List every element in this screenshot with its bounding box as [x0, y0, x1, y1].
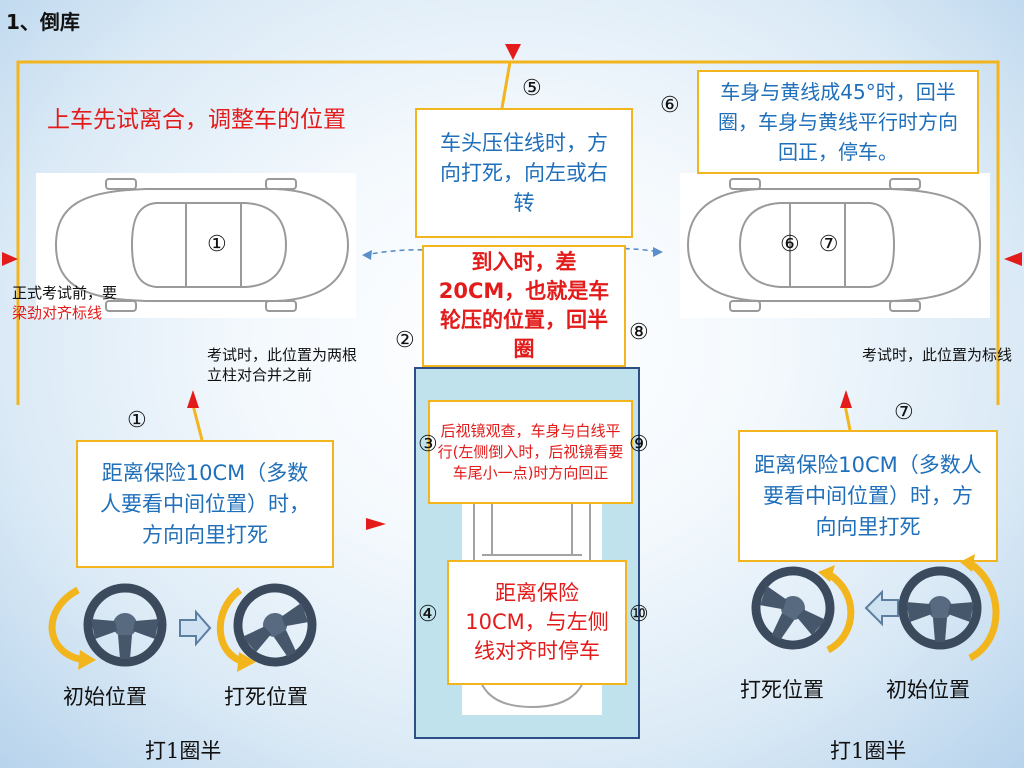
marker-2: ② — [395, 328, 415, 353]
marker-right-car: ⑥ ⑦ — [780, 232, 845, 257]
box-stop: 距离保险10CM，与左侧线对齐时停车 — [447, 560, 627, 685]
pre-exam-note: 正式考试前，要 梁劲对齐标线 — [12, 283, 117, 323]
red-marker-pillar-left — [187, 390, 199, 408]
marker-10: ⑩ — [629, 602, 649, 627]
connector-line-5 — [500, 61, 512, 109]
caption-right-initial: 初始位置 — [886, 678, 970, 702]
connector-line-1 — [191, 404, 204, 441]
red-marker-right — [1004, 252, 1022, 266]
box-left-distance-text: 距离保险10CM（多数人要看中间位置）时，方向向里打死 — [100, 460, 310, 547]
right-pillar-note: 考试时，此位置为标线 — [862, 346, 1013, 364]
marker-4: ④ — [418, 602, 438, 627]
red-marker-left — [2, 252, 18, 266]
rotate-arrow-left-initial-icon — [48, 586, 86, 664]
turn-amount-right: 打1圈半 — [830, 739, 907, 763]
marker-1: ① — [127, 408, 147, 433]
box-head-line-text: 车头压住线时，方向打死，向左或右转 — [440, 131, 608, 215]
rotate-arrow-left-full-lock-icon — [216, 587, 247, 666]
red-marker-mid — [366, 518, 386, 530]
slide-title: 1、倒库 — [6, 10, 80, 34]
steering-wheel-left-initial-icon — [88, 588, 162, 662]
car-right-topview — [680, 173, 990, 318]
marker-6: ⑥ — [660, 93, 680, 118]
marker-9: ⑨ — [629, 432, 649, 457]
rotate-arrow-right-full-lock-icon — [823, 568, 855, 654]
marker-left-car: ① — [207, 232, 227, 257]
box-stop-text: 距离保险10CM，与左侧线对齐时停车 — [465, 581, 609, 663]
steering-wheel-right-initial-icon — [903, 571, 977, 645]
reverse-path-left — [364, 249, 511, 269]
arrow-left-icon — [864, 589, 899, 627]
marker-8: ⑧ — [629, 320, 649, 345]
box-arrival: 到入时，差20CM，也就是车轮压的位置，回半圈 — [422, 245, 626, 367]
box-left-distance: 距离保险10CM（多数人要看中间位置）时，方向向里打死 — [76, 440, 334, 568]
marker-3: ③ — [418, 432, 438, 457]
turn-amount-left: 打1圈半 — [145, 739, 222, 763]
connector-line-7 — [843, 404, 852, 431]
box-right-distance-text: 距离保险10CM（多数人要看中间位置）时，方向向里打死 — [754, 452, 982, 539]
marker-5: ⑤ — [522, 76, 542, 101]
box-mirror: 后视镜观查，车身与白线平行(左侧倒入时，后视镜看要车尾小一点)时方向回正 — [428, 400, 633, 504]
red-marker-pillar-right — [840, 390, 852, 408]
box-right-distance: 距离保险10CM（多数人要看中间位置）时，方向向里打死 — [738, 430, 998, 562]
arrow-right-icon — [179, 609, 212, 647]
box-head-line: 车头压住线时，方向打死，向左或右转 — [415, 108, 633, 238]
box-45-degree-text: 车身与黄线成45°时，回半圈，车身与黄线平行时方向回正，停车。 — [718, 80, 958, 164]
pre-exam-note-line2: 梁劲对齐标线 — [12, 304, 103, 322]
marker-7: ⑦ — [894, 400, 914, 425]
car-left-topview — [36, 173, 356, 318]
course-boundary-line — [16, 60, 1000, 405]
left-pillar-note: 考试时，此位置为两根立柱对合并之前 — [207, 346, 358, 384]
rotate-arrow-right-initial-icon — [966, 559, 1000, 662]
top-left-instruction: 上车先试离合，调整车的位置 — [47, 107, 346, 133]
box-mirror-text: 后视镜观查，车身与白线平行(左侧倒入时，后视镜看要车尾小一点)时方向回正 — [437, 421, 624, 482]
caption-left-initial: 初始位置 — [63, 685, 147, 709]
caption-right-full-lock: 打死位置 — [740, 678, 824, 702]
box-45-degree: 车身与黄线成45°时，回半圈，车身与黄线平行时方向回正，停车。 — [697, 70, 979, 174]
caption-left-full-lock: 打死位置 — [224, 685, 308, 709]
pre-exam-note-line1: 正式考试前，要 — [12, 284, 118, 302]
red-marker-top — [505, 44, 521, 60]
box-arrival-text: 到入时，差20CM，也就是车轮压的位置，回半圈 — [438, 250, 610, 361]
